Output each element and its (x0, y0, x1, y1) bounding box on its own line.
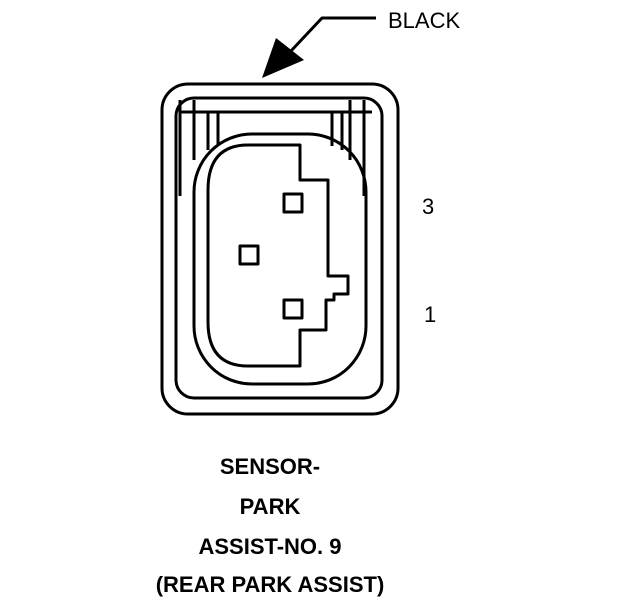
pin-label-1: 1 (424, 302, 437, 327)
connector-housing-inner (174, 96, 384, 400)
caption-line-3: ASSIST-NO. 9 (198, 534, 342, 559)
pin-label-3: 3 (422, 194, 435, 219)
caption-line-2: PARK (239, 494, 301, 519)
leader-line (288, 16, 376, 54)
color-label: BLACK (388, 8, 461, 33)
caption-line-1: SENSOR- (219, 454, 321, 479)
terminal-cavity-inner (206, 143, 350, 368)
terminal-cavity-outer (192, 132, 368, 386)
caption-line-4: (REAR PARK ASSIST) (155, 572, 385, 597)
pin-2-terminal (238, 244, 260, 266)
lock-tab-left (206, 112, 220, 150)
pin-3-terminal (282, 192, 304, 214)
pin-1-terminal (282, 298, 304, 320)
lock-frame (178, 100, 372, 196)
connector-housing-outer (160, 82, 400, 416)
arrowhead (262, 38, 304, 78)
